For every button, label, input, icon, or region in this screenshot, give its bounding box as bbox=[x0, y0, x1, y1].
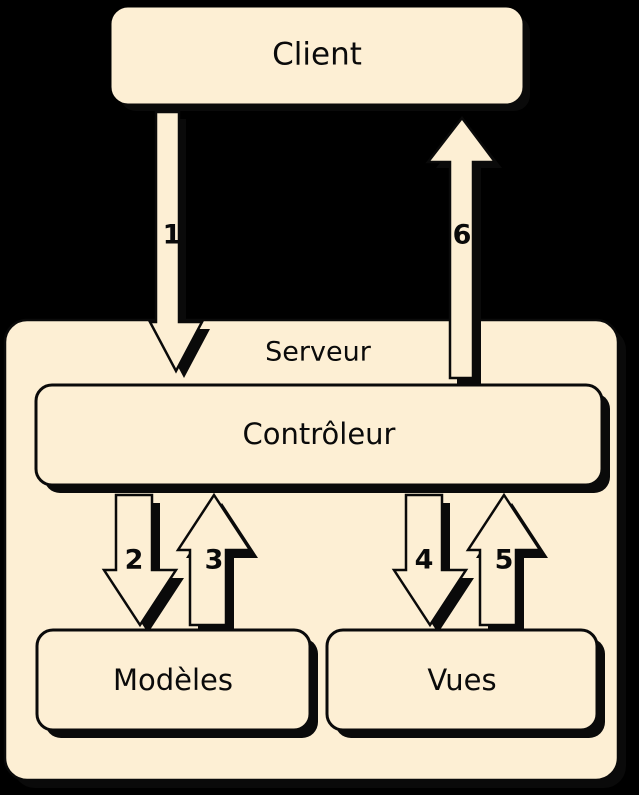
node-vues[interactable]: Vues bbox=[325, 628, 605, 738]
controleur-box[interactable] bbox=[34, 383, 604, 487]
node-modeles[interactable]: Modèles bbox=[35, 628, 318, 738]
arrow-5-label: 5 bbox=[495, 545, 514, 576]
arrow-1-label: 1 bbox=[163, 220, 182, 251]
arrow-1-shape bbox=[147, 110, 205, 374]
arrow-3-shape bbox=[175, 492, 253, 627]
node-controleur[interactable]: Contrôleur bbox=[34, 383, 610, 493]
arrow-4-label: 4 bbox=[415, 545, 434, 576]
client-label: Client bbox=[272, 37, 362, 73]
node-client[interactable]: Client bbox=[111, 7, 530, 111]
arrow-6[interactable]: 6 bbox=[425, 115, 502, 385]
arrow-2[interactable]: 2 bbox=[101, 493, 184, 633]
serveur-label: Serveur bbox=[265, 337, 372, 368]
arrow-6-label: 6 bbox=[453, 220, 472, 251]
vues-box[interactable] bbox=[325, 628, 599, 732]
vues-label: Vues bbox=[427, 663, 496, 697]
arrow-2-label: 2 bbox=[125, 545, 144, 576]
modeles-label: Modèles bbox=[113, 663, 233, 697]
controleur-label: Contrôleur bbox=[243, 417, 396, 451]
arrow-4[interactable]: 4 bbox=[391, 493, 474, 633]
arrow-3[interactable]: 3 bbox=[175, 492, 258, 633]
arrow-5[interactable]: 5 bbox=[465, 492, 548, 633]
modeles-box[interactable] bbox=[35, 628, 312, 732]
arrow-3-label: 3 bbox=[205, 545, 224, 576]
arrow-6-shape bbox=[425, 115, 498, 380]
arrow-4-shape bbox=[391, 493, 469, 628]
arrow-2-shape bbox=[101, 493, 179, 628]
arrow-5-shape bbox=[465, 492, 543, 627]
arrow-1[interactable]: 1 bbox=[147, 110, 210, 378]
client-box[interactable] bbox=[111, 7, 523, 104]
